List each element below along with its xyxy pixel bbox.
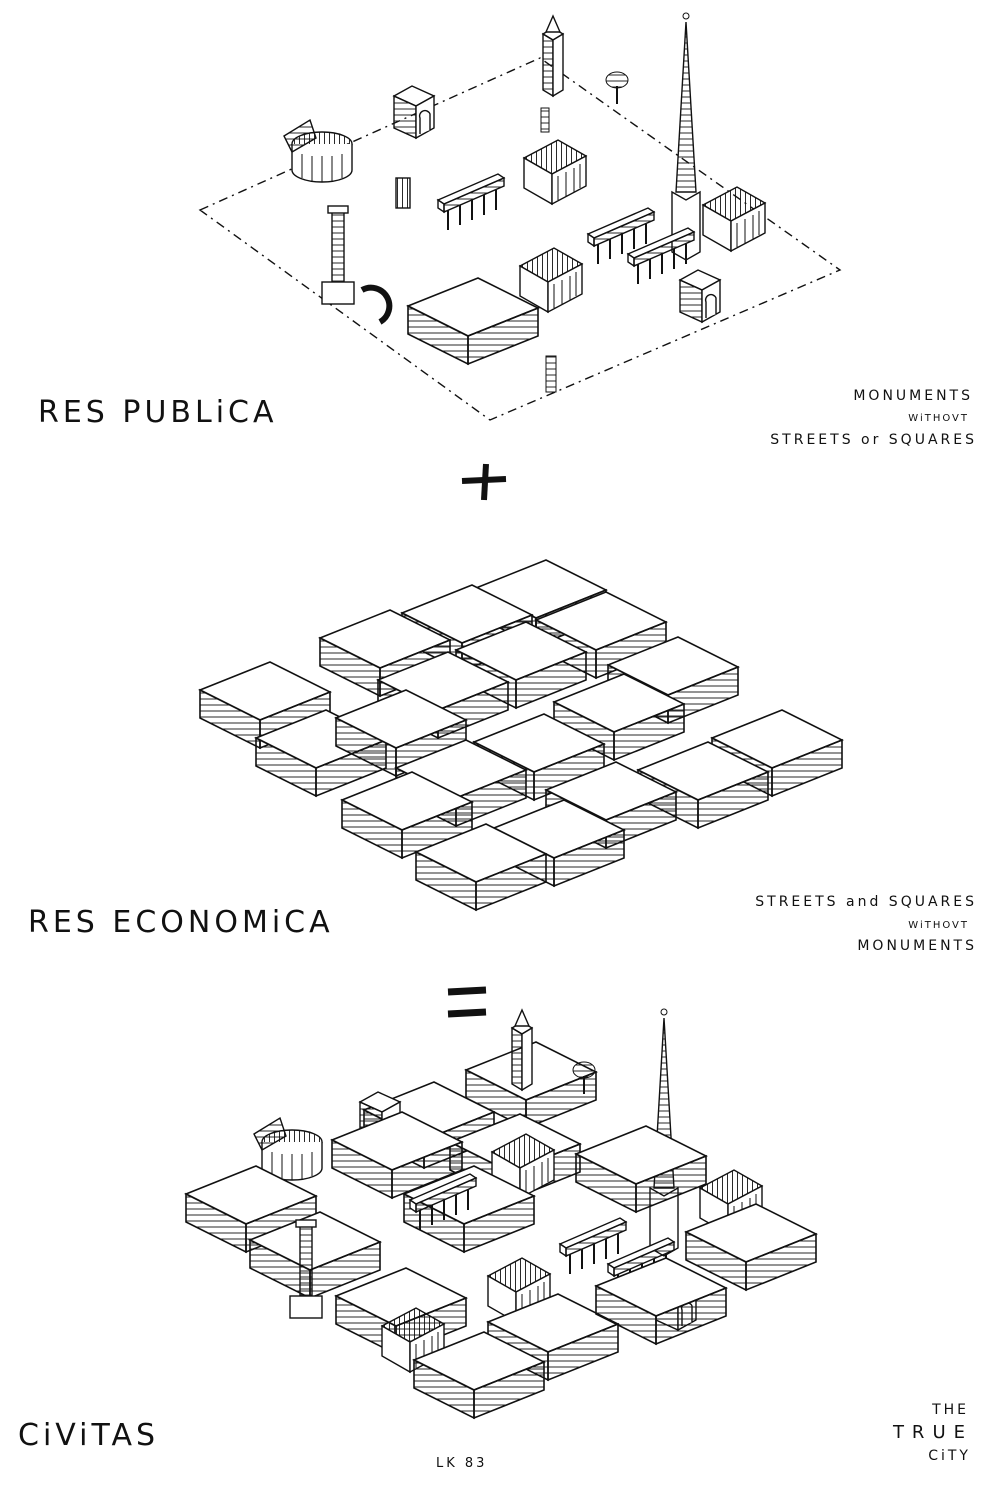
plus-operator (461, 463, 507, 501)
equals-operator (447, 986, 487, 1018)
civitas-title: CiViTAS (18, 1418, 160, 1453)
civitas-note-line3: CiTY (928, 1448, 971, 1464)
res-economica-drawing (199, 559, 843, 911)
res-publica-drawing (198, 12, 842, 421)
civitas-note-line2: TRUE (892, 1422, 973, 1443)
res-publica-note-line3: STREETS or SQUARES (770, 432, 977, 448)
res-publica-note-line1: MONUMENTS (853, 388, 973, 404)
civitas-drawing (185, 1008, 817, 1419)
artist-signature: LK 83 (436, 1456, 488, 1471)
res-publica-note-line2: WiTHOVT (908, 413, 969, 424)
res-publica-title: RES PUBLiCA (38, 395, 278, 430)
res-economica-title: RES ECONOMiCA (28, 905, 334, 940)
res-economica-note-line2: WiTHOVT (908, 920, 969, 931)
res-economica-note-line3: MONUMENTS (857, 938, 977, 954)
res-economica-note-line1: STREETS and SQUARES (755, 894, 977, 910)
civitas-note-line1: THE (932, 1402, 969, 1418)
